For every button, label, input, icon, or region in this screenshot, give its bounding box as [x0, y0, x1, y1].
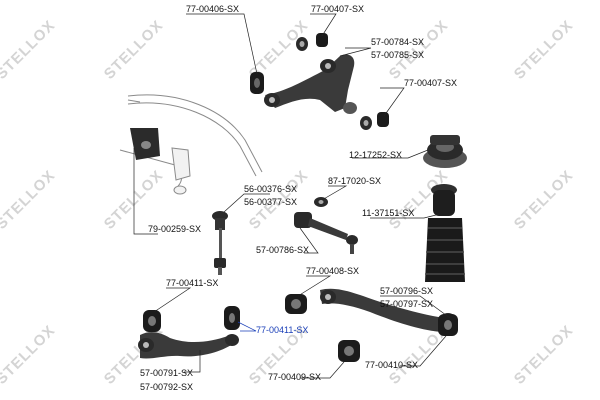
label-79-00259[interactable]: 79-00259-SX — [148, 224, 201, 234]
label-77-00406[interactable]: 77-00406-SX — [186, 4, 239, 14]
watermark-text: STELLOX — [0, 17, 59, 83]
label-77-00411-highlighted[interactable]: 77-00411-SX — [256, 325, 308, 335]
label-56-00377[interactable]: 56-00377-SX — [244, 197, 297, 207]
label-77-00411-left[interactable]: 77-00411-SX — [166, 278, 218, 288]
bushing-77-00410 — [438, 314, 458, 336]
strut-mount — [423, 135, 467, 168]
label-12-17252[interactable]: 12-17252-SX — [349, 150, 402, 160]
label-11-37151[interactable]: 11-37151-SX — [362, 208, 414, 218]
bushing-77-00408 — [285, 294, 307, 314]
lower-arm-57-00791 — [138, 332, 239, 359]
bushing-77-00407-right — [360, 112, 389, 130]
label-56-00376[interactable]: 56-00376-SX — [244, 184, 297, 194]
label-87-17020[interactable]: 87-17020-SX — [328, 176, 381, 186]
bushing-77-00411-highlight — [224, 306, 240, 330]
watermark-text: STELLOX — [511, 322, 577, 388]
bushing-87-17020 — [314, 197, 328, 207]
watermark-text: STELLOX — [0, 322, 59, 388]
watermark-text: STELLOX — [511, 167, 577, 233]
bushing-77-00409 — [338, 340, 360, 362]
label-77-00407-right[interactable]: 77-00407-SX — [404, 78, 457, 88]
stabilizer-link — [212, 211, 228, 275]
watermark-text: STELLOX — [0, 167, 59, 233]
label-77-00410[interactable]: 77-00410-SX — [365, 360, 418, 370]
upper-control-arm — [264, 54, 357, 114]
label-77-00408[interactable]: 77-00408-SX — [306, 266, 359, 276]
stabilizer-bar — [119, 94, 263, 195]
bushing-77-00407-top — [296, 33, 328, 51]
stabilizer-bushing — [130, 128, 160, 160]
label-57-00796[interactable]: 57-00796-SX — [380, 286, 433, 296]
dust-boot — [425, 184, 465, 282]
label-57-00786[interactable]: 57-00786-SX — [256, 245, 309, 255]
label-57-00797[interactable]: 57-00797-SX — [380, 299, 433, 309]
label-57-00785[interactable]: 57-00785-SX — [371, 50, 424, 60]
watermark-text: STELLOX — [511, 17, 577, 83]
watermark-text: STELLOX — [101, 17, 167, 83]
label-77-00407-top[interactable]: 77-00407-SX — [311, 4, 364, 14]
label-57-00784[interactable]: 57-00784-SX — [371, 37, 424, 47]
part-labels: 77-00406-SX 77-00407-SX 57-00784-SX 57-0… — [140, 4, 457, 392]
lateral-link — [294, 212, 358, 254]
label-57-00792[interactable]: 57-00792-SX — [140, 382, 193, 392]
bushing-77-00411-left — [143, 310, 161, 332]
label-77-00409[interactable]: 77-00409-SX — [268, 372, 321, 382]
label-57-00791[interactable]: 57-00791-SX — [140, 368, 193, 378]
leader-lines — [133, 13, 451, 379]
bushing-77-00406 — [250, 72, 264, 94]
